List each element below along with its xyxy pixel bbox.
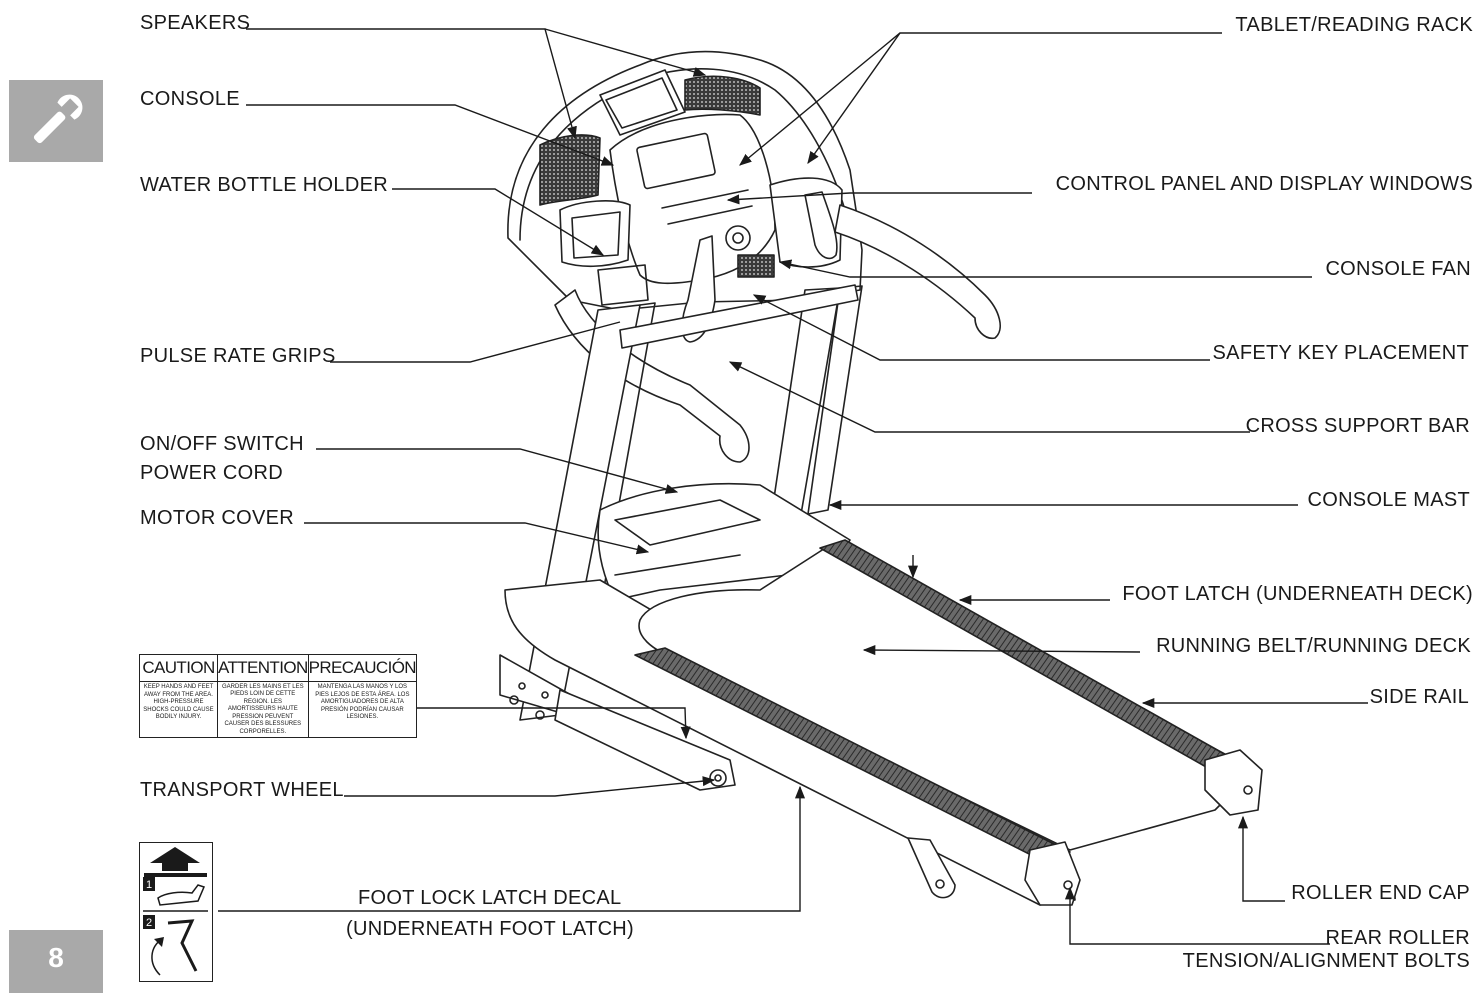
label-on-off-switch: ON/OFF SWITCH xyxy=(140,433,304,455)
lock-step-2: 2 xyxy=(146,917,152,929)
label-transport-wheel: TRANSPORT WHEEL xyxy=(140,779,344,801)
label-pulse-rate-grips: PULSE RATE GRIPS xyxy=(140,345,336,367)
page-number: 8 xyxy=(48,942,64,973)
label-rear-roller: REAR ROLLER xyxy=(1325,927,1470,949)
decal-column-caution: CAUTION Keep hands and feet away from th… xyxy=(140,655,218,737)
decal-column-precaucion: PRECAUCIÓN Mantenga las manos y los pies… xyxy=(308,655,416,737)
right-speaker xyxy=(684,75,761,116)
label-foot-lock-latch-decal: FOOT LOCK LATCH DECAL xyxy=(358,887,622,909)
label-foot-lock-latch-decal-sub: (UNDERNEATH FOOT LATCH) xyxy=(346,918,635,940)
label-side-rail: SIDE RAIL xyxy=(1369,686,1469,708)
label-motor-cover: MOTOR COVER xyxy=(140,507,295,529)
caution-decal: CAUTION Keep hands and feet away from th… xyxy=(139,654,417,738)
page-tab: 8 xyxy=(9,930,103,993)
label-console-mast: CONSOLE MAST xyxy=(1307,489,1470,511)
label-roller-end-cap: ROLLER END CAP xyxy=(1291,882,1470,904)
decal-text: Garder les mains et les pieds loin de ce… xyxy=(222,683,304,735)
label-rear-roller-sub: TENSION/ALIGNMENT BOLTS xyxy=(1182,950,1470,972)
label-foot-latch: FOOT LATCH (UNDERNEATH DECK) xyxy=(1122,583,1473,605)
decal-title: CAUTION xyxy=(140,655,217,682)
decal-title: PRECAUCIÓN xyxy=(308,655,416,682)
label-cross-support-bar: CROSS SUPPORT BAR xyxy=(1245,415,1470,437)
foot-lock-latch-decal: 1 2 xyxy=(139,842,213,982)
label-control-panel: CONTROL PANEL AND DISPLAY WINDOWS xyxy=(1055,173,1473,195)
label-safety-key: SAFETY KEY PLACEMENT xyxy=(1212,342,1469,364)
lock-step-1: 1 xyxy=(146,879,152,891)
leader-lines xyxy=(218,28,1368,945)
decal-text: Keep hands and feet away from the area. … xyxy=(143,684,214,720)
label-console: CONSOLE xyxy=(140,88,240,110)
foot-lock-pictogram-icon: 1 2 xyxy=(143,847,208,976)
decal-column-attention: ATTENTION Garder les mains et les pieds … xyxy=(217,655,309,737)
decal-text: Mantenga las manos y los pies lejos de e… xyxy=(315,684,410,720)
wrench-icon xyxy=(33,94,83,144)
label-console-fan: CONSOLE FAN xyxy=(1325,258,1471,280)
decal-title: ATTENTION xyxy=(217,655,308,682)
section-tab xyxy=(9,80,103,162)
label-running-belt: RUNNING BELT/RUNNING DECK xyxy=(1156,635,1471,657)
label-tablet-reading-rack: TABLET/READING RACK xyxy=(1235,14,1473,36)
left-side-rail xyxy=(634,647,1071,863)
left-speaker xyxy=(539,134,601,206)
console-fan-grill xyxy=(737,254,775,278)
label-power-cord: POWER CORD xyxy=(140,462,283,484)
label-water-bottle-holder: WATER BOTTLE HOLDER xyxy=(140,174,388,196)
label-speakers: SPEAKERS xyxy=(140,12,251,34)
